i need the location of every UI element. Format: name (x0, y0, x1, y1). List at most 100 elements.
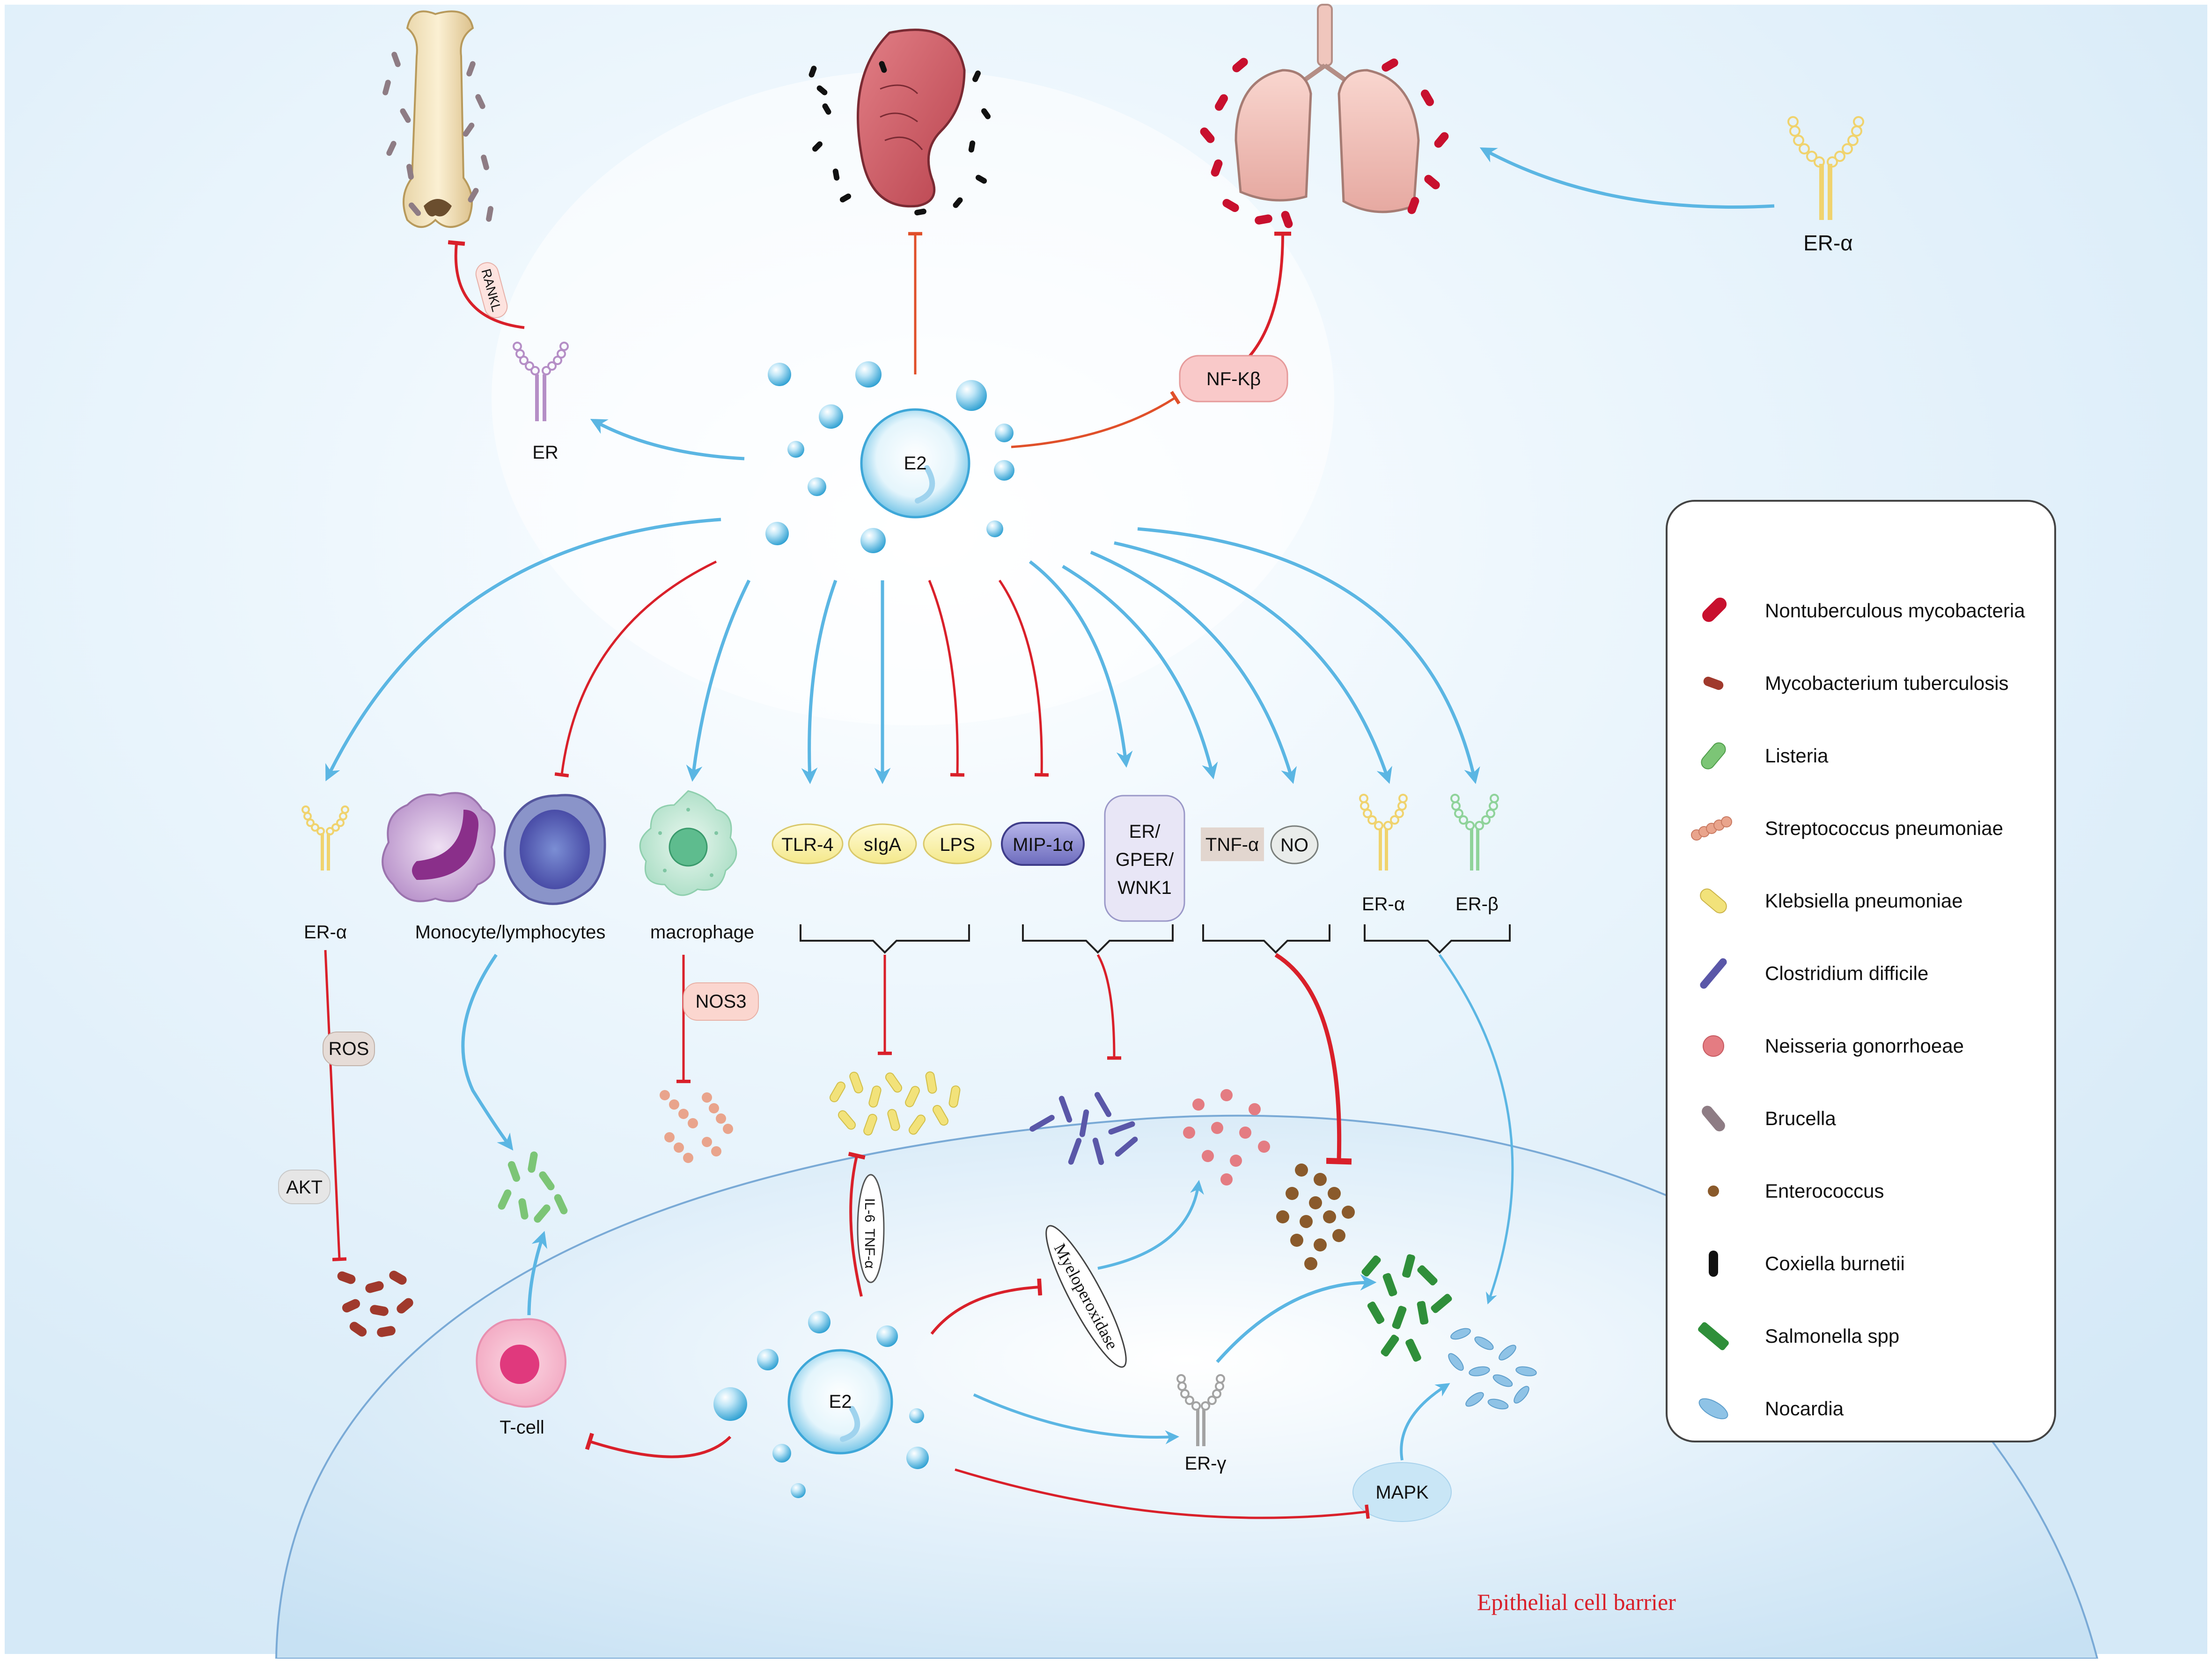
akt-badge: AKT (278, 1170, 331, 1204)
svg-text:NO: NO (1280, 835, 1308, 856)
e2-inhibit-mpo-arrow (930, 1278, 1043, 1335)
brucella-cluster (382, 51, 493, 222)
brucella-icon (1702, 1105, 1725, 1132)
svg-text:MAPK: MAPK (1375, 1482, 1429, 1503)
legend-item: Streptococcus pneumoniae (1691, 816, 2003, 841)
mip1a-pill: MIP-1α (1001, 822, 1085, 866)
e2-top-label: E2 (904, 453, 927, 474)
legend-item: Enterococcus (1708, 1180, 1884, 1202)
legend-label: Klebsiella pneumoniae (1765, 890, 1963, 912)
listeria-cluster (498, 1151, 568, 1223)
strep-icon (1691, 816, 1732, 841)
legend-items: Nontuberculous mycobacteriaMycobacterium… (1691, 597, 2025, 1420)
svg-text:IL-6: IL-6 (862, 1198, 877, 1222)
svg-text:ROS: ROS (329, 1039, 369, 1059)
legend-box (1666, 500, 2056, 1442)
legend-item: Salmonella spp (1698, 1322, 1899, 1350)
e2-to-er-gamma-arrow (973, 1393, 1179, 1444)
legend-label: Nontuberculous mycobacteria (1765, 600, 2025, 622)
tb-icon (1703, 676, 1724, 690)
svg-text:GPER/: GPER/ (1116, 849, 1174, 870)
legend-item: Neisseria gonorrhoeae (1703, 1035, 1964, 1057)
er-alpha-top-label: ER-α (1803, 231, 1853, 255)
er-alpha-receptor-icon (1787, 116, 1864, 220)
nos3-badge: NOS3 (683, 982, 759, 1021)
er-alpha-right-icon (1359, 794, 1408, 871)
er-alpha-to-lungs-arrow (1479, 147, 1775, 209)
svg-text:MIP-1α: MIP-1α (1013, 834, 1073, 855)
lps-pill: LPS (923, 823, 992, 864)
svg-text:TLR-4: TLR-4 (781, 834, 833, 855)
svg-text:LPS: LPS (940, 834, 975, 855)
legend-item: Coxiella burnetii (1709, 1251, 1905, 1277)
no-circle: NO (1270, 825, 1319, 864)
listeria-icon (1701, 742, 1726, 769)
lymphocyte-icon (504, 794, 606, 905)
tcell-to-listeria-arrow (527, 1231, 547, 1316)
tcell-label: T-cell (500, 1417, 544, 1438)
kidney-icon (857, 29, 966, 208)
mapk-to-nocardia-arrow (1400, 1383, 1450, 1461)
er-alpha-mid-label: ER-α (304, 922, 347, 943)
salmonella-cluster (1361, 1254, 1452, 1362)
klebsiella-cluster (830, 1071, 961, 1136)
e2-to-er-arrow (590, 419, 745, 461)
er-receptor-icon (513, 342, 569, 421)
group-braces (800, 924, 1511, 954)
svg-text:TNF-α: TNF-α (1205, 834, 1259, 855)
er-alpha-right-label: ER-α (1362, 894, 1405, 915)
e2-top-cluster (765, 361, 1014, 553)
coxiella-cluster (808, 61, 991, 216)
er-alpha-left-icon (301, 805, 349, 871)
nocardia-icon (1698, 1398, 1728, 1420)
er-gamma-label: ER-γ (1185, 1453, 1227, 1474)
enterococcus-cluster (1276, 1163, 1355, 1270)
macrophage-icon (639, 790, 737, 896)
e2-inhibit-tcell-arrow (585, 1433, 732, 1458)
legend-item: Klebsiella pneumoniae (1700, 888, 1963, 914)
ntm-cluster (1200, 58, 1449, 228)
nfkb-badge: NF-Kβ (1179, 355, 1288, 402)
mapk-badge: MAPK (1352, 1462, 1452, 1522)
tb-cluster (337, 1271, 413, 1337)
clostridium-icon (1700, 958, 1727, 989)
coxiella-icon (1709, 1251, 1718, 1277)
legend-label: Coxiella burnetii (1765, 1252, 1905, 1274)
barrier-label: Epithelial cell barrier (1477, 1589, 1676, 1615)
legend-item: Clostridium difficile (1700, 958, 1928, 989)
mpo-to-neisseria-arrow (1097, 1180, 1204, 1270)
legend-label: Enterococcus (1765, 1180, 1884, 1202)
e2-inhibit-mapk-arrow (955, 1468, 1370, 1519)
klebsiella-icon (1700, 888, 1727, 914)
e2-bottom-sphere (787, 1349, 893, 1455)
salmonella-icon (1698, 1322, 1729, 1350)
legend-label: Brucella (1765, 1107, 1836, 1129)
siga-pill: sIgA (848, 823, 917, 864)
legend-item: Brucella (1702, 1105, 1836, 1132)
legend-label: Salmonella spp (1765, 1325, 1899, 1347)
legend-label: Neisseria gonorrhoeae (1765, 1035, 1964, 1057)
legend-item: Listeria (1701, 742, 1829, 769)
legend-item: Mycobacterium tuberculosis (1703, 672, 2009, 694)
svg-text:WNK1: WNK1 (1117, 878, 1172, 898)
ntm-icon (1702, 597, 1727, 622)
tnf-alpha-box: TNF-α (1201, 827, 1264, 861)
neisseria-cluster (1183, 1089, 1270, 1185)
e2-bottom-label: E2 (829, 1391, 852, 1412)
legend-item: Nocardia (1698, 1398, 1844, 1420)
rankl-badge: RANKL (475, 262, 508, 318)
legend-label: Streptococcus pneumoniae (1765, 817, 2003, 839)
neisseria-icon (1703, 1035, 1724, 1057)
strep-cluster (660, 1090, 733, 1163)
e2-top-sphere (860, 408, 970, 519)
monocyte-label: Monocyte/lymphocytes (415, 922, 606, 943)
nocardia-cluster (1448, 1328, 1537, 1410)
er-gamma-to-salmonella-arrow (1216, 1274, 1377, 1363)
legend-item: Nontuberculous mycobacteria (1702, 597, 2025, 622)
tcell-icon (476, 1318, 566, 1408)
macrophage-label: macrophage (650, 922, 754, 943)
legend-label: Listeria (1765, 745, 1829, 767)
er-beta-label: ER-β (1455, 894, 1499, 915)
